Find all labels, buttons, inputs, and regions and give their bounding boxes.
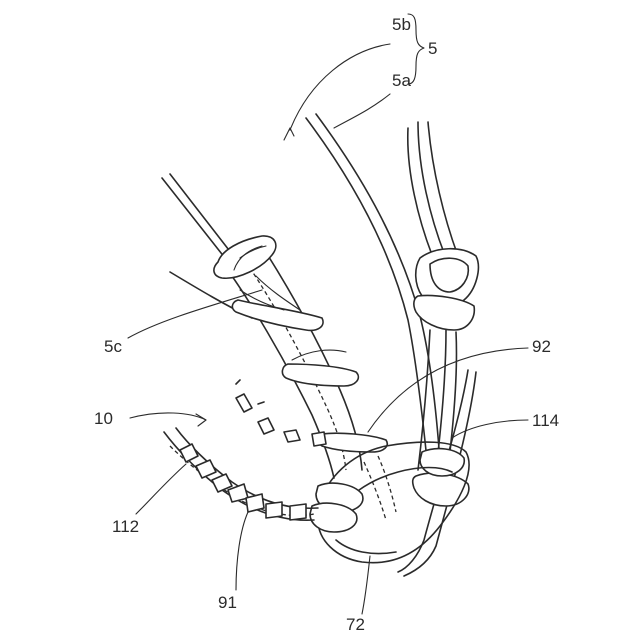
lace-loop xyxy=(290,504,306,520)
label-72: 72 xyxy=(346,615,365,634)
label-5c: 5c xyxy=(104,337,122,356)
leader-72 xyxy=(362,556,370,614)
label-5: 5 xyxy=(428,39,437,58)
lace-loop xyxy=(196,460,216,478)
lacing-row xyxy=(164,428,318,520)
arrow-5b xyxy=(290,44,390,130)
label-91: 91 xyxy=(218,593,237,612)
lace-loop xyxy=(246,494,264,512)
label-5b: 5b xyxy=(392,15,411,34)
leader-114 xyxy=(452,420,528,438)
lace-loop xyxy=(266,502,282,518)
leader-92 xyxy=(368,348,528,432)
label-92: 92 xyxy=(532,337,551,356)
label-112: 112 xyxy=(112,517,139,536)
label-114: 114 xyxy=(532,411,559,430)
label-10: 10 xyxy=(94,409,113,428)
reference-labels: 5b 5 5a 5c 92 10 114 112 91 72 xyxy=(94,15,559,634)
left-strap xyxy=(162,174,387,478)
arrowhead-5b xyxy=(284,128,294,140)
leader-91 xyxy=(236,512,248,590)
floating-pads xyxy=(236,380,326,446)
leader-5a xyxy=(334,94,390,128)
leader-112 xyxy=(136,464,186,514)
arrow-10 xyxy=(130,413,206,420)
lace-loop xyxy=(180,444,198,462)
arrowhead-10 xyxy=(196,414,206,426)
label-5a: 5a xyxy=(392,71,411,90)
